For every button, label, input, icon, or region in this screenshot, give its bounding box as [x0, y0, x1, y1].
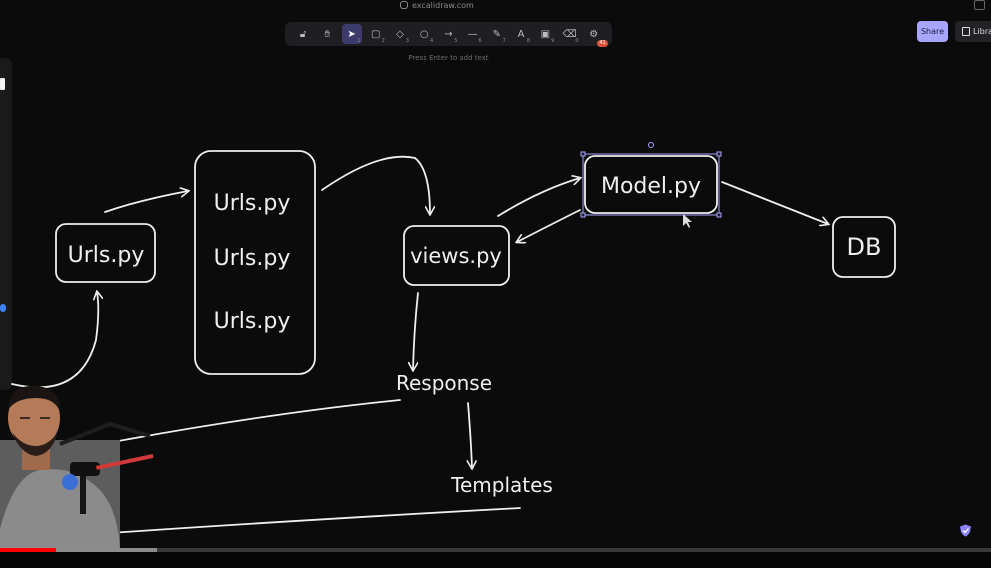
- hand-icon: ✋︎: [324, 28, 331, 40]
- hand-tool[interactable]: ✋︎: [317, 24, 337, 44]
- db-label: DB: [847, 233, 882, 261]
- image-icon: ▣: [540, 28, 551, 40]
- arrow-model-to-db[interactable]: [721, 181, 828, 224]
- cursor-icon: [683, 214, 692, 228]
- arrow-in-to-urls[interactable]: [11, 292, 98, 389]
- side-panel-handle[interactable]: [0, 78, 5, 90]
- urls-left-label: Urls.py: [68, 243, 145, 268]
- views-label: views.py: [410, 244, 502, 268]
- share-button[interactable]: Share: [917, 21, 948, 42]
- hotkey-label: 2: [381, 38, 385, 44]
- window-menu-icon[interactable]: [974, 0, 985, 10]
- pencil-tool[interactable]: ✎7: [487, 24, 507, 45]
- hotkey-label: 9: [551, 38, 555, 44]
- book-icon: [962, 27, 970, 36]
- hotkey-label: 6: [478, 38, 482, 44]
- resize-handle-br: [716, 212, 722, 218]
- hotkey-label: 3: [405, 38, 409, 44]
- hotkey-label: 7: [502, 38, 506, 44]
- ellipse-icon: ○: [419, 28, 429, 40]
- extra-tools[interactable]: ⚙41: [584, 24, 608, 47]
- urls-stack-label-1: Urls.py: [214, 191, 291, 216]
- diamond-icon: ◇: [396, 28, 404, 40]
- hotkey-label: 8: [526, 38, 531, 44]
- microphone-icon: [59, 421, 154, 514]
- ellipse-tool[interactable]: ○4: [414, 24, 434, 45]
- hotkey-label: 1: [357, 38, 361, 44]
- side-panel-strip: [0, 58, 12, 390]
- line-icon: —: [467, 28, 478, 40]
- rectangle-tool[interactable]: ▢2: [366, 24, 386, 45]
- video-controls-bar: [0, 552, 991, 568]
- rectangle-icon: ▢: [371, 28, 381, 40]
- urls-left-box[interactable]: [55, 223, 156, 283]
- arrow-views-to-model[interactable]: [497, 178, 580, 217]
- link-icon: [400, 1, 408, 9]
- selection-frame: [580, 142, 722, 218]
- presenter-webcam: [0, 385, 154, 550]
- arrow-urls-to-stack[interactable]: [104, 191, 188, 213]
- diamond-tool[interactable]: ◇3: [390, 24, 410, 45]
- hotkey-label: 4: [430, 38, 434, 44]
- model-label: Model.py: [601, 174, 701, 199]
- shield-icon[interactable]: [959, 524, 972, 537]
- url-bar: excalidraw.com: [400, 0, 474, 10]
- arrow-tool[interactable]: →5: [438, 24, 458, 45]
- hotkey-label: 5: [454, 38, 458, 44]
- lock-tool[interactable]: 🔓︎: [293, 24, 313, 44]
- tools-badge: 41: [597, 40, 608, 47]
- line-templates-underline[interactable]: [109, 507, 521, 534]
- arrow-icon: →: [444, 28, 453, 40]
- video-progress-bar[interactable]: [0, 548, 991, 552]
- urls-stack-box[interactable]: [194, 150, 316, 375]
- library-label: Libra: [973, 27, 991, 36]
- eraser-icon: ⌫: [562, 28, 577, 40]
- views-box[interactable]: [403, 225, 510, 286]
- urls-stack-label-3: Urls.py: [214, 309, 291, 334]
- arrow-response-to-templates[interactable]: [468, 402, 472, 468]
- model-box[interactable]: [584, 155, 718, 214]
- side-panel-indicator: [0, 304, 6, 312]
- response-label: Response: [396, 371, 492, 395]
- arrow-views-to-response[interactable]: [413, 292, 419, 370]
- extras-icon: ⚙: [589, 28, 599, 40]
- urls-stack-label-2: Urls.py: [214, 246, 291, 271]
- resize-handle-bl: [580, 212, 586, 218]
- video-buffer: [0, 548, 157, 552]
- url-text: excalidraw.com: [412, 0, 474, 10]
- line-tool[interactable]: —6: [463, 24, 483, 45]
- templates-label: Templates: [450, 473, 553, 497]
- toolbar-hint: Press Enter to add text: [408, 54, 489, 62]
- selection-icon: ➤: [347, 28, 356, 40]
- resize-handle-tr: [716, 151, 722, 157]
- pencil-icon: ✎: [492, 28, 502, 40]
- selection-tool[interactable]: ➤1: [341, 24, 362, 44]
- eraser-tool[interactable]: ⌫0: [560, 24, 580, 45]
- db-box[interactable]: [832, 216, 896, 278]
- video-played: [0, 548, 57, 552]
- library-button[interactable]: Libra: [955, 21, 991, 42]
- image-tool[interactable]: ▣9: [535, 24, 555, 45]
- text-icon: A: [517, 28, 525, 40]
- resize-handle-tl: [580, 151, 586, 157]
- arrow-model-to-views[interactable]: [517, 209, 581, 242]
- lock-icon: 🔓︎: [299, 28, 307, 40]
- hotkey-label: 0: [575, 38, 579, 44]
- arrow-stack-to-views[interactable]: [321, 155, 430, 214]
